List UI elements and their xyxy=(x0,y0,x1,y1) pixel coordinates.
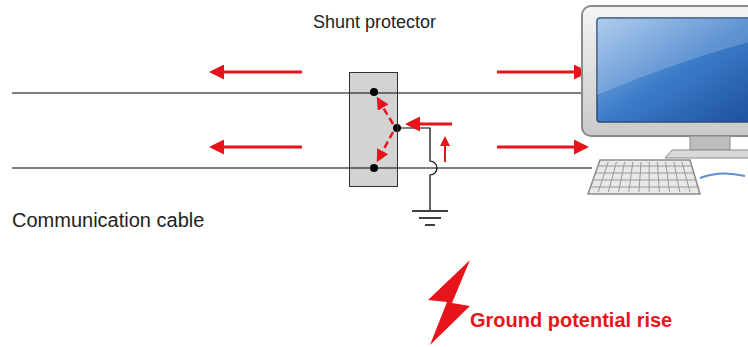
terminal-dot xyxy=(370,164,378,172)
surge-path xyxy=(378,99,393,160)
gpr-label: Ground potential rise xyxy=(470,309,672,332)
terminal-dot xyxy=(393,124,401,132)
terminal-dot xyxy=(370,88,378,96)
surge-arrow xyxy=(212,72,586,162)
node-heading: Shunt protector xyxy=(313,12,436,33)
protector-box: Shunt protector xyxy=(349,72,398,187)
lightning-bolt xyxy=(428,260,470,345)
cable-wire xyxy=(12,92,592,93)
cable-wire xyxy=(12,167,592,168)
ground-wire xyxy=(397,128,437,210)
computer-icon xyxy=(582,6,748,194)
protector-body xyxy=(349,72,398,187)
ground-symbol xyxy=(412,211,448,225)
cable-label: Communication cable xyxy=(12,209,204,232)
